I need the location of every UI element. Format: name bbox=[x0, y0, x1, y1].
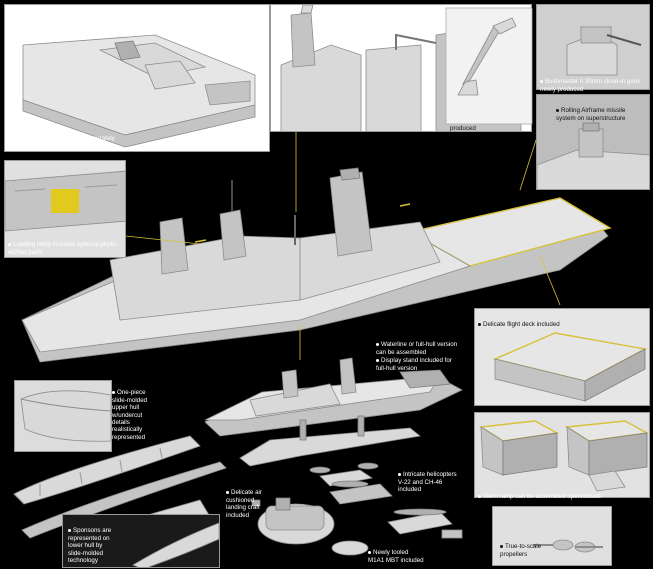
tank-caption: Newly tooled M1A1 MBT included bbox=[368, 542, 424, 564]
propellers-caption: True-to-scale propellers bbox=[500, 536, 541, 558]
stand-caption: Display stand included for full-hull ver… bbox=[376, 350, 452, 372]
bullet-icon bbox=[68, 529, 71, 533]
caption-text: Display stand included for full-hull ver… bbox=[376, 357, 452, 372]
caption-text: One-piece superstructure accurately pres… bbox=[10, 135, 115, 150]
flight-deck-caption: Delicate flight deck included bbox=[478, 314, 560, 329]
bullet-icon bbox=[8, 243, 11, 247]
caption-text: Sponsons are represented on lower hull b… bbox=[68, 527, 112, 565]
bushmaster-caption: Bushmaster II 30mm close-in guns newly p… bbox=[540, 71, 640, 93]
caption-text: Waterline or full-hull version can be as… bbox=[376, 341, 458, 356]
caption-text: Bushmaster II 30mm close-in guns newly p… bbox=[540, 78, 641, 93]
flight-deck-model bbox=[475, 309, 649, 405]
helicopters-caption: Intricate helicopters V-22 and CH-46 inc… bbox=[398, 464, 457, 494]
sponsons-caption: Sponsons are represented on lower hull b… bbox=[68, 520, 111, 564]
bullet-icon bbox=[226, 491, 229, 495]
superstructure-panel bbox=[4, 4, 270, 152]
waterline-caption: Waterline or full-hull version can be as… bbox=[376, 334, 457, 356]
sponsons-panel bbox=[62, 514, 220, 568]
caption-text: Loading ramp includes optional photo- et… bbox=[8, 241, 118, 256]
bullet-icon bbox=[478, 495, 481, 499]
ramp-caption: Loading ramp includes optional photo- et… bbox=[8, 234, 118, 256]
bushmaster-panel bbox=[536, 4, 650, 90]
caption-text: Intricate helicopters V-22 and CH-46 inc… bbox=[398, 471, 457, 494]
caption-text: Delicate flight deck included bbox=[483, 321, 560, 329]
caption-text: One-piece slide-molded upper hull w/unde… bbox=[112, 389, 148, 441]
superstructure-caption: One-piece superstructure accurately pres… bbox=[10, 128, 115, 150]
upper-hull-caption: One-piece slide-molded upper hull w/unde… bbox=[112, 382, 147, 441]
propellers-model bbox=[493, 507, 611, 565]
bullet-icon bbox=[10, 137, 13, 141]
stern-ramp-model bbox=[475, 413, 649, 497]
bullet-icon bbox=[540, 80, 543, 84]
bullet-icon bbox=[368, 551, 371, 555]
caption-text: Newly tooled M1A1 MBT included bbox=[368, 549, 424, 564]
bullet-icon bbox=[500, 545, 503, 549]
stern-ramp-panel bbox=[474, 412, 650, 498]
upper-hull-panel bbox=[14, 380, 112, 452]
caption-text: Stern ramp can be assembled open/closed bbox=[483, 493, 601, 501]
stern-ramp-caption: Stern ramp can be assembled open/closed bbox=[478, 486, 601, 501]
ramp-model bbox=[5, 161, 125, 257]
bullet-icon bbox=[376, 343, 379, 347]
superstructure-model bbox=[22, 34, 256, 148]
sponsons-model bbox=[63, 515, 219, 567]
bullet-icon bbox=[556, 109, 559, 113]
bullet-icon bbox=[478, 323, 481, 327]
flight-deck-panel bbox=[474, 308, 650, 406]
bullet-icon bbox=[376, 359, 379, 363]
upper-hull-model bbox=[15, 381, 111, 451]
ram-caption: Rolling Airframe missile system on super… bbox=[556, 100, 625, 122]
caption-text: Rolling Airframe missile system on super… bbox=[556, 107, 626, 122]
ram-model bbox=[537, 95, 649, 189]
caption-text: Delicate air cushioned landing craft inc… bbox=[226, 489, 262, 519]
ramp-panel bbox=[4, 160, 126, 258]
bullet-icon bbox=[112, 391, 115, 395]
ramp-highlight bbox=[51, 189, 79, 213]
caption-text: True-to-scale propellers bbox=[500, 543, 542, 558]
propellers-panel bbox=[492, 506, 612, 566]
lcac-caption: Delicate air cushioned landing craft inc… bbox=[226, 482, 262, 519]
bushmaster-model bbox=[537, 5, 649, 89]
ram-panel bbox=[536, 94, 650, 190]
bullet-icon bbox=[398, 473, 401, 477]
